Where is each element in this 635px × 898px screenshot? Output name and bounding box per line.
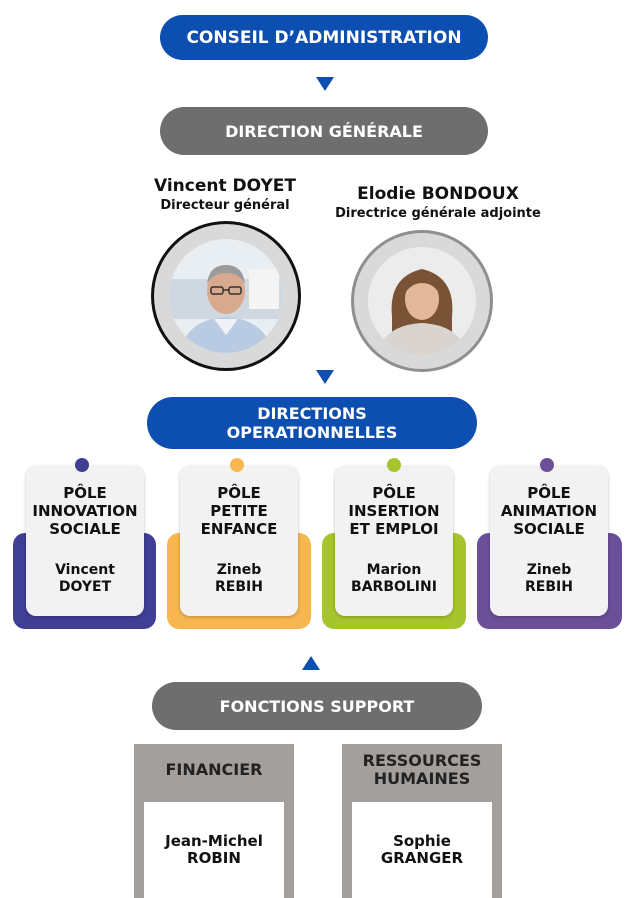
fonctions-support-label: FONCTIONS SUPPORT	[219, 696, 415, 716]
direction-generale-label: DIRECTION GÉNÉRALE	[225, 121, 423, 141]
conseil-administration-pill: CONSEIL D’ADMINISTRATION	[160, 15, 488, 60]
woman-portrait-icon	[368, 247, 476, 355]
leader-1-name-block: Vincent DOYET Directeur général	[130, 176, 320, 213]
directions-operationnelles-pill: DIRECTIONS OPERATIONNELLES	[147, 397, 477, 449]
portrait-frame-2	[351, 230, 493, 372]
directions-line-2: OPERATIONNELLES	[226, 423, 398, 442]
portrait-frame-1	[151, 221, 301, 371]
arrow-up-icon	[302, 656, 320, 670]
fonctions-support-pill: FONCTIONS SUPPORT	[152, 682, 482, 730]
leader-1-role: Directeur général	[160, 198, 290, 213]
arrow-down-icon	[316, 77, 334, 91]
pole-animation-dot-icon	[540, 458, 554, 472]
portrait-photo-2	[368, 247, 476, 355]
pole-insertion-dot-icon	[387, 458, 401, 472]
pole-innovation-dot-icon	[75, 458, 89, 472]
portrait-photo-1	[169, 239, 283, 353]
leader-1-name: Vincent DOYET	[153, 176, 297, 196]
direction-generale-pill: DIRECTION GÉNÉRALE	[160, 107, 488, 155]
directions-line-1: DIRECTIONS	[257, 404, 367, 423]
pole-enfance-dot-icon	[230, 458, 244, 472]
conseil-label: CONSEIL D’ADMINISTRATION	[186, 27, 462, 48]
leader-2-name-block: Elodie BONDOUX Directrice générale adjoi…	[318, 184, 558, 221]
leader-2-name: Elodie BONDOUX	[357, 184, 519, 204]
support-financier-head: FINANCIER	[165, 760, 263, 779]
leader-2-role: Directrice générale adjointe	[335, 206, 541, 221]
arrow-down-icon	[316, 370, 334, 384]
man-portrait-icon	[169, 239, 283, 353]
